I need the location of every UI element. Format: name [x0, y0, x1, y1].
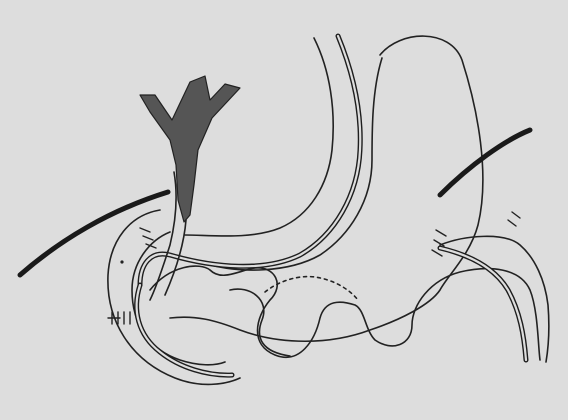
bile-duct	[140, 76, 240, 222]
drain-tube-right	[440, 130, 530, 195]
suture-lines	[108, 212, 520, 324]
dashed-line	[265, 277, 358, 300]
lower-loop	[230, 289, 290, 356]
esophagus-left-wall	[185, 38, 333, 236]
duodenal-loop-inner	[132, 232, 225, 365]
small-bowel-loop	[150, 266, 540, 360]
stomach-outline	[170, 36, 483, 341]
